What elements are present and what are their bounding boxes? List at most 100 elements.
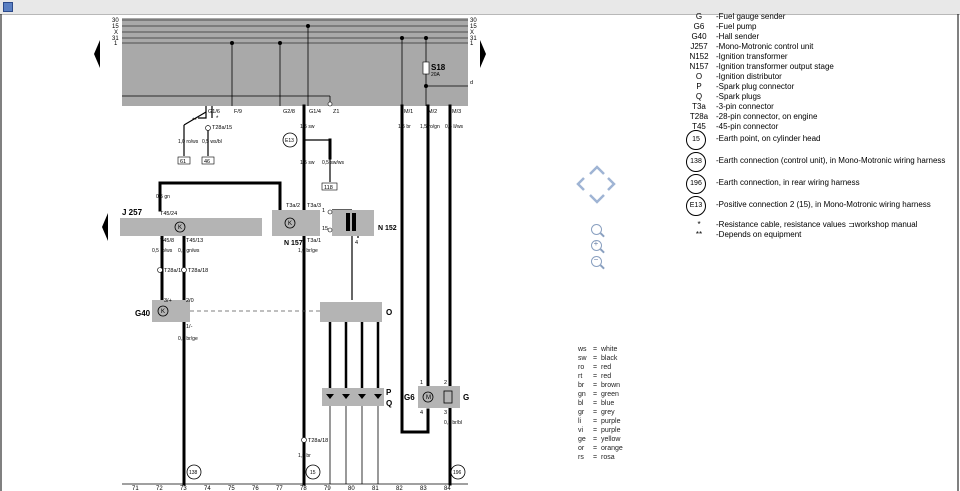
svg-text:M: M: [426, 395, 431, 401]
j257-label: J 257: [122, 208, 143, 217]
connector-label: 15: [322, 226, 328, 232]
wire-label: 0,5 li/ws: [445, 124, 464, 130]
ground-number: 81: [372, 486, 379, 491]
ground-number: 83: [420, 486, 427, 491]
connector-label: Z1: [333, 109, 339, 115]
wire-label: 0,5 ro/ws: [152, 248, 173, 254]
g6-label: G6: [404, 393, 415, 402]
connector-label: M/3: [452, 109, 461, 115]
bus-label: 31: [470, 36, 477, 42]
n152-label: N 152: [378, 225, 397, 232]
connector-label: G2/8: [283, 109, 295, 115]
connector-label: 3: [444, 410, 447, 416]
fuel-pump-sender-unit: [418, 386, 460, 408]
bus-label: 31: [112, 36, 119, 42]
ground-number: 72: [156, 486, 163, 491]
wire-label: 1,5 ro/gn: [420, 124, 440, 130]
connector-label: T45/13: [186, 238, 203, 244]
wire-label: 1,0 br/ge: [298, 248, 318, 254]
g-label: G: [463, 393, 469, 402]
e13-connection: [282, 132, 298, 148]
earth-label: 138: [189, 470, 198, 476]
ground-number: 73: [180, 486, 187, 491]
ground-number: 77: [276, 486, 283, 491]
connector-label: T28a/18: [188, 268, 208, 274]
ground-number: 84: [444, 486, 451, 491]
wire-label: 1,0 ro/ws: [178, 139, 199, 145]
next-page-arrow-icon[interactable]: [480, 40, 486, 68]
zoom-out-icon[interactable]: −: [591, 255, 602, 267]
connector-label: M/2: [428, 109, 437, 115]
ground-number: 78: [300, 486, 307, 491]
wire-label: 0,5 ws/bl: [202, 139, 222, 145]
ground-number: 76: [252, 486, 259, 491]
bus-label: 15: [112, 24, 119, 30]
ground-number: 80: [348, 486, 355, 491]
title-bar: [0, 0, 960, 15]
n157-output-stage: [272, 210, 320, 236]
bus-label: X: [114, 30, 118, 36]
relay-plate: [122, 18, 468, 106]
wire-label: 1,5 sw: [300, 124, 315, 130]
connector-label: T28a/18: [308, 438, 328, 444]
connector-label: G1/6: [208, 109, 220, 115]
connector-label: 4: [420, 410, 423, 416]
connector-label: d: [470, 80, 473, 86]
connector-label: 2/0: [186, 298, 194, 304]
ground-box: [321, 182, 338, 191]
connector-label: G1/4: [309, 109, 321, 115]
ignition-distributor: [320, 302, 382, 322]
wire-label: 1,5 sw: [300, 160, 315, 166]
connector-label: T3a/3: [307, 203, 321, 209]
connector-label: 3/+: [164, 298, 172, 304]
bus-label: X: [470, 30, 474, 36]
spark-plug-connectors: [322, 388, 384, 406]
svg-text:K: K: [288, 221, 292, 227]
j257-control-unit: [120, 218, 262, 236]
ground-label: 61: [180, 159, 186, 165]
prev-page-arrow-icon[interactable]: [94, 40, 100, 68]
wire-label: 0,5 sw/ws: [322, 160, 344, 166]
earth-connection-138: [186, 464, 202, 480]
right-chevron-icon[interactable]: [607, 177, 616, 191]
connector-label: 1: [420, 380, 423, 386]
connector-label: 4: [355, 240, 358, 246]
connector-label: T45/24: [160, 211, 177, 217]
wire-label: 0,5 gn/ws: [178, 248, 200, 254]
connector-label: T3a/1: [307, 238, 321, 244]
zoom-in-icon[interactable]: +: [591, 239, 602, 251]
connector-label: 1/-: [186, 324, 193, 330]
g40-hall-sender: [152, 300, 190, 322]
j257-continuation-arrow-icon: [102, 213, 108, 241]
wire-label: 1,5 br: [398, 124, 411, 130]
zoom-fit-icon[interactable]: [591, 224, 602, 235]
connector-label: T3a/2: [286, 203, 300, 209]
svg-text:K: K: [178, 225, 182, 231]
wire-label: 1,5 br: [298, 453, 311, 459]
ground-box: [201, 156, 215, 165]
wire-label: 0,5 gn: [156, 194, 170, 200]
connector-label: 2: [444, 380, 447, 386]
ground-number: 79: [324, 486, 331, 491]
bus-label: 15: [470, 24, 477, 30]
app-icon: [3, 2, 13, 12]
connector-label: T28a/10: [164, 268, 184, 274]
distributor-label: O: [386, 308, 392, 317]
down-chevron-icon[interactable]: [589, 194, 605, 204]
ground-number: 71: [132, 486, 139, 491]
up-chevron-icon[interactable]: [589, 165, 605, 175]
svg-text:K: K: [161, 309, 165, 315]
optional-marker: **: [192, 118, 197, 124]
connector-label: M/1: [404, 109, 413, 115]
fuse-s18: [422, 61, 430, 75]
connector-label: F/9: [234, 109, 242, 115]
k-icon: [174, 221, 186, 233]
ground-number: 75: [228, 486, 235, 491]
earth-connection-196: [450, 464, 466, 480]
k-icon: [284, 217, 296, 229]
left-chevron-icon[interactable]: [576, 177, 585, 191]
g40-label: G40: [135, 309, 151, 318]
connector-label: 1: [322, 208, 325, 214]
resistance-marker: *: [216, 116, 219, 122]
